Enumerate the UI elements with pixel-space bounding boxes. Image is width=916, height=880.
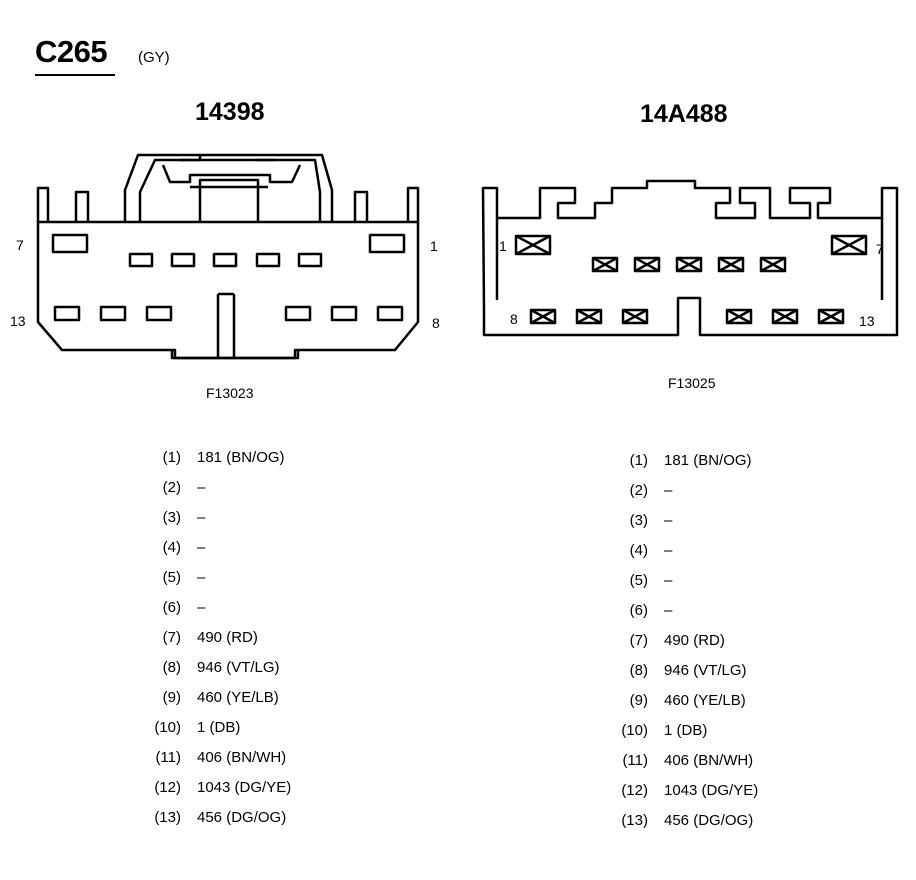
left-part-number: 14398: [195, 98, 265, 126]
right-connector-pin-number: (10): [621, 722, 648, 739]
left-connector-pin-circuit: 946 (VT/LG): [197, 659, 280, 676]
right-connector-pin-number: (2): [629, 482, 648, 499]
right-connector-pin-circuit: 946 (VT/LG): [664, 662, 747, 679]
left-pin-label-1: 1: [430, 238, 438, 254]
left-connector-pin-number: (12): [154, 779, 181, 796]
right-connector-pin-cavities: [514, 234, 868, 325]
right-connector-pin-number: (13): [621, 812, 648, 829]
right-connector-pin-number: (8): [629, 662, 648, 679]
left-figure-id: F13023: [206, 385, 254, 401]
left-connector-pin-circuit: –: [197, 569, 206, 586]
right-figure-id: F13025: [668, 375, 716, 391]
right-connector-pin-number: (4): [629, 542, 648, 559]
left-connector-pin-circuit: 460 (YE/LB): [197, 689, 279, 706]
connector-id: C265: [35, 34, 108, 69]
left-connector-drawing: [36, 153, 420, 360]
left-pin-label-8: 8: [432, 315, 440, 331]
left-connector-pin-circuit: –: [197, 599, 206, 616]
left-connector-pin-number: (13): [154, 809, 181, 826]
right-pin-label-7: 7: [876, 241, 884, 257]
left-connector-pin-number: (2): [162, 479, 181, 496]
left-connector-pin-circuit: 181 (BN/OG): [197, 449, 285, 466]
left-connector-pin-circuit: –: [197, 509, 206, 526]
right-pin-label-13: 13: [859, 313, 875, 329]
right-connector-pin-circuit: –: [664, 482, 673, 499]
left-connector-pin-circuit: 1 (DB): [197, 719, 241, 736]
connector-color-code: (GY): [138, 49, 170, 66]
right-connector-pin-circuit: –: [664, 602, 673, 619]
right-part-number: 14A488: [640, 100, 728, 128]
left-connector-pin-circuit: –: [197, 479, 206, 496]
right-connector-pin-number: (7): [629, 632, 648, 649]
right-connector-pin-circuit: 406 (BN/WH): [664, 752, 754, 769]
right-connector-pin-number: (6): [629, 602, 648, 619]
right-connector-pin-number: (3): [629, 512, 648, 529]
left-connector-pin-number: (3): [162, 509, 181, 526]
left-connector-pin-number: (1): [162, 449, 181, 466]
left-connector-pin-number: (8): [162, 659, 181, 676]
left-connector-pin-circuit: –: [197, 539, 206, 556]
right-connector-pin-circuit: –: [664, 542, 673, 559]
left-connector-pin-number: (5): [162, 569, 181, 586]
right-connector-pin-circuit: 460 (YE/LB): [664, 692, 746, 709]
right-connector-pin-circuit: –: [664, 512, 673, 529]
right-connector-pin-circuit: –: [664, 572, 673, 589]
left-connector-pin-number: (6): [162, 599, 181, 616]
right-connector-pin-circuit: 456 (DG/OG): [664, 812, 754, 829]
right-connector-pin-circuit: 1043 (DG/YE): [664, 782, 759, 799]
left-pin-label-7: 7: [16, 237, 24, 253]
right-connector-pin-number: (5): [629, 572, 648, 589]
left-connector-pin-number: (10): [154, 719, 181, 736]
right-connector-pin-number: (1): [629, 452, 648, 469]
left-connector-pin-circuit: 406 (BN/WH): [197, 749, 287, 766]
left-connector-pin-number: (4): [162, 539, 181, 556]
left-pin-label-13: 13: [10, 313, 26, 329]
right-pin-label-1: 1: [499, 238, 507, 254]
right-connector-pin-circuit: 490 (RD): [664, 632, 725, 649]
left-connector-pin-number: (11): [155, 749, 181, 766]
right-connector-pin-number: (12): [621, 782, 648, 799]
left-connector-pin-circuit: 456 (DG/OG): [197, 809, 287, 826]
left-connector-pin-number: (7): [162, 629, 181, 646]
right-connector-pin-number: (9): [629, 692, 648, 709]
right-connector-pin-circuit: 1 (DB): [664, 722, 708, 739]
left-connector-pin-circuit: 490 (RD): [197, 629, 258, 646]
right-connector-drawing: [481, 179, 899, 337]
right-connector-pin-circuit: 181 (BN/OG): [664, 452, 752, 469]
left-connector-pin-number: (9): [162, 689, 181, 706]
left-connector-pin-circuit: 1043 (DG/YE): [197, 779, 292, 796]
right-connector-pin-number: (11): [622, 752, 648, 769]
right-pin-label-8: 8: [510, 311, 518, 327]
title-underline: [35, 74, 115, 76]
